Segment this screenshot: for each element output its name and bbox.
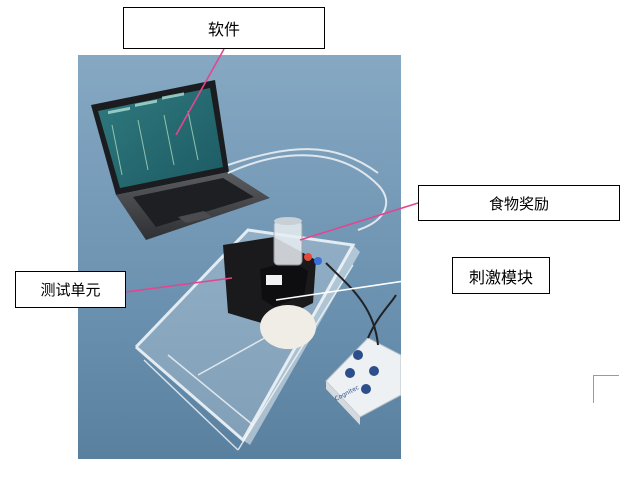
laptop-keyboard (133, 178, 254, 227)
equipment-photo: Cognitec (78, 55, 401, 459)
label-stimulus-module: 刺激模块 (452, 257, 550, 294)
label-test-unit-text: 测试单元 (40, 281, 101, 299)
box-rim (134, 228, 356, 443)
corner-mark (593, 375, 619, 403)
laptop-touchpad (178, 211, 212, 223)
label-food-reward-text: 食物奖励 (488, 194, 549, 213)
food-reward-dispenser (273, 220, 303, 266)
stimulus-screen (266, 275, 282, 285)
controller-box: Cognitec (325, 262, 401, 425)
label-stimulus-module-text: 刺激模块 (468, 267, 533, 287)
label-software-text: 软件 (207, 20, 240, 39)
label-software: 软件 (123, 7, 325, 49)
label-test-unit: 测试单元 (15, 271, 126, 308)
equipment-illustration: Cognitec (78, 55, 401, 459)
label-food-reward: 食物奖励 (418, 185, 620, 221)
white-bag (260, 305, 316, 349)
